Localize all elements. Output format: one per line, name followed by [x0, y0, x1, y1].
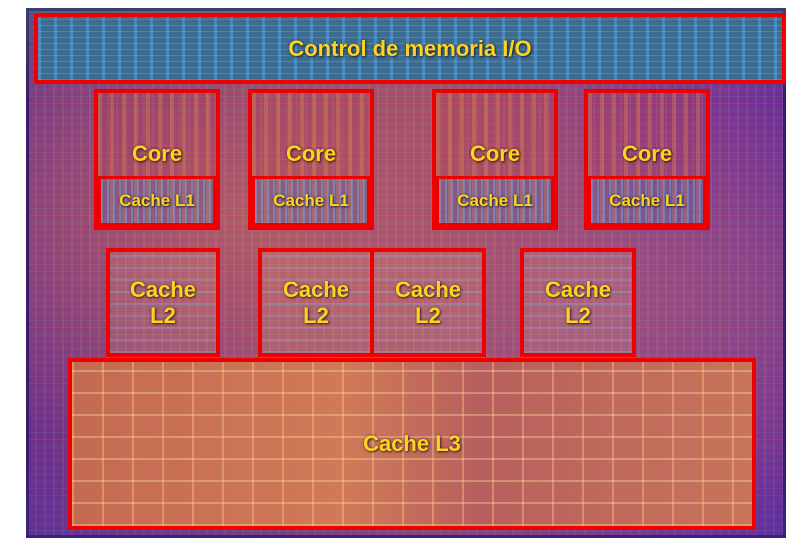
- l2-cache-label-3a: Cache: [394, 277, 462, 303]
- core-block-4: Core: [584, 89, 710, 230]
- memory-controller-block: Control de memoria I/O: [34, 13, 786, 84]
- l1-cache-block-1: Cache L1: [98, 176, 216, 226]
- l3-cache-block: Cache L3: [68, 358, 756, 530]
- core-block-1: Core: [94, 89, 220, 230]
- core-block-3: Core: [432, 89, 558, 230]
- core-label-1: Core: [131, 141, 183, 166]
- core-label-4: Core: [621, 141, 673, 166]
- l2-cache-block-3: Cache L2: [370, 248, 486, 357]
- l1-cache-label-1: Cache L1: [119, 191, 195, 211]
- l2-cache-label-4a: Cache: [544, 277, 612, 303]
- l2-cache-label-2b: L2: [303, 302, 329, 328]
- l1-cache-label-4: Cache L1: [609, 191, 685, 211]
- l2-cache-label-3b: L2: [415, 302, 441, 328]
- l1-cache-block-2: Cache L1: [252, 176, 370, 226]
- l2-cache-block-1: Cache L2: [106, 248, 220, 357]
- l1-cache-block-3: Cache L1: [436, 176, 554, 226]
- l1-cache-label-2: Cache L1: [273, 191, 349, 211]
- core-label-3: Core: [469, 141, 521, 166]
- l2-cache-label-4b: L2: [565, 302, 591, 328]
- core-label-2: Core: [285, 141, 337, 166]
- memory-controller-label: Control de memoria I/O: [288, 35, 532, 61]
- l2-cache-label-2a: Cache: [282, 277, 350, 303]
- l2-cache-label-1a: Cache: [129, 277, 197, 303]
- l1-cache-label-3: Cache L1: [457, 191, 533, 211]
- l2-cache-block-4: Cache L2: [520, 248, 636, 357]
- l2-cache-label-1b: L2: [150, 302, 176, 328]
- core-block-2: Core: [248, 89, 374, 230]
- l3-cache-label: Cache L3: [363, 431, 461, 457]
- l2-cache-block-2: Cache L2: [258, 248, 374, 357]
- l1-cache-block-4: Cache L1: [588, 176, 706, 226]
